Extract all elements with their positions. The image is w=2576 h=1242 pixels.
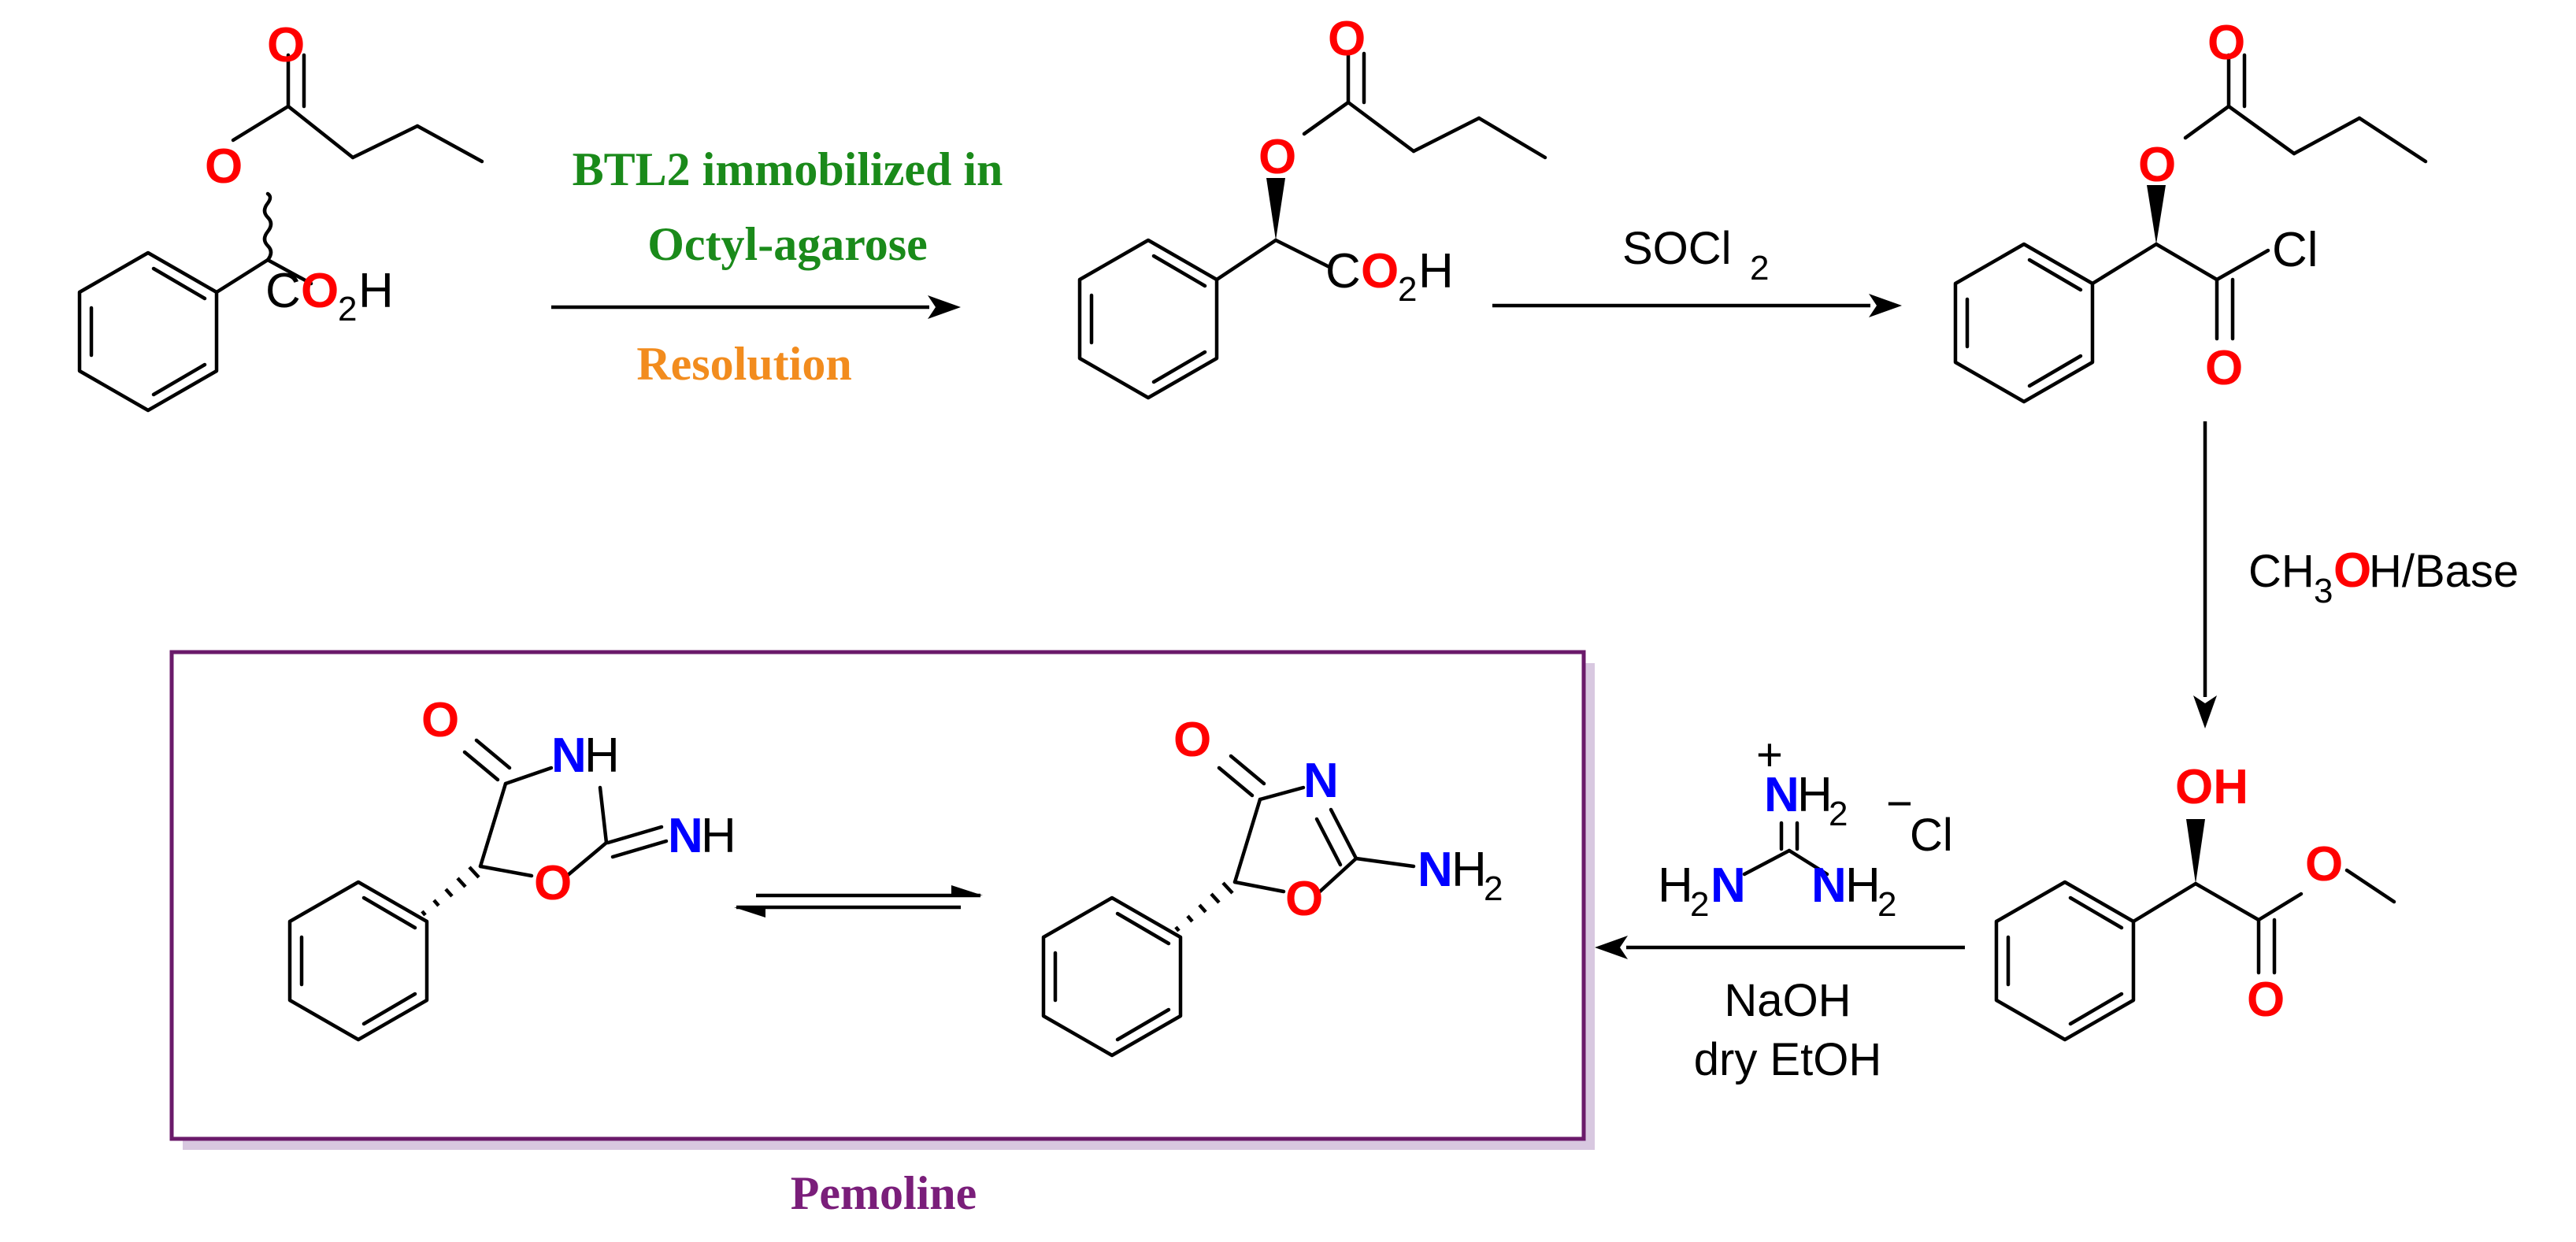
atom-n: N xyxy=(551,729,587,783)
product-label: Pemoline xyxy=(791,1167,977,1219)
reagent-ch: CH xyxy=(2248,546,2315,597)
enzyme-label-line1: BTL2 immobilized in xyxy=(573,143,1003,195)
reagent-h-base: H/Base xyxy=(2369,546,2519,597)
atom-h: H xyxy=(1845,858,1881,913)
arrowhead xyxy=(928,295,961,319)
atom-o: O xyxy=(2205,341,2243,395)
process-label: Resolution xyxy=(636,338,851,390)
atom-c: C xyxy=(265,264,301,318)
subscript-2: 2 xyxy=(1829,795,1848,833)
atom-h: H xyxy=(701,809,736,863)
atom-oh: OH xyxy=(2175,760,2248,814)
atom-h: H xyxy=(584,729,620,783)
atom-cl: Cl xyxy=(2272,223,2318,277)
atom-h: H xyxy=(1797,768,1833,822)
atom-o: O xyxy=(301,264,339,318)
atom-n: N xyxy=(1764,768,1799,822)
charge-plus: + xyxy=(1756,729,1783,780)
atom-o: O xyxy=(534,856,572,910)
molecule-methyl-mandelate: OH O O xyxy=(1994,760,2396,1042)
atom-h: H xyxy=(358,264,394,318)
reagent-socl: SOCl xyxy=(1622,223,1732,274)
molecule-acid-chloride: O O O Cl xyxy=(1953,16,2428,404)
atom-o: O xyxy=(1285,872,1323,926)
subscript-2: 2 xyxy=(1398,270,1417,309)
arrowhead xyxy=(1595,936,1628,959)
step-4-cyclization: NaOH dry EtOH xyxy=(1595,936,1965,1085)
subscript-2: 2 xyxy=(1690,885,1709,924)
reagent-subscript: 3 xyxy=(2314,572,2333,610)
step-3-esterification: CH 3 O H/Base xyxy=(2193,421,2519,729)
pemoline-amino-tautomer: O N O N H 2 xyxy=(1041,713,1503,1058)
atom-n: N xyxy=(1303,754,1339,808)
reagent-solvent: dry EtOH xyxy=(1694,1034,1882,1085)
reagent-naoh: NaOH xyxy=(1724,975,1851,1026)
atom-o: O xyxy=(1173,713,1211,767)
atom-n: N xyxy=(1811,858,1847,913)
pemoline-frame xyxy=(169,650,1595,1150)
atom-h: H xyxy=(1658,858,1693,913)
atom-h: H xyxy=(1451,843,1487,897)
arrowhead xyxy=(1869,294,1902,317)
atom-n: N xyxy=(1711,858,1746,913)
atom-h: H xyxy=(1418,244,1454,298)
atom-n: N xyxy=(1418,843,1453,897)
atom-o: O xyxy=(2207,16,2245,70)
atom-c: C xyxy=(1325,244,1361,298)
subscript-2: 2 xyxy=(1877,885,1896,924)
pemoline-imino-tautomer: O N H O N H xyxy=(287,693,736,1042)
equilibrium-arrows xyxy=(734,885,983,918)
step-2-chlorination: SOCl 2 xyxy=(1492,223,1902,317)
atom-o: O xyxy=(421,693,459,747)
atom-o: O xyxy=(2247,973,2285,1027)
counter-ion-cl: Cl xyxy=(1910,810,1953,861)
atom-o: O xyxy=(2305,837,2343,892)
molecule-racemic-butyrate-acid: O O C O 2 H xyxy=(77,18,484,413)
enzyme-label-line2: Octyl-agarose xyxy=(647,218,927,270)
atom-n: N xyxy=(668,809,703,863)
subscript-2: 2 xyxy=(1484,869,1503,908)
subscript-2: 2 xyxy=(338,290,357,328)
atom-o: O xyxy=(1328,12,1366,66)
guanidinium-chloride: + N H 2 H 2 N N H 2 − Cl xyxy=(1658,729,1953,924)
arrowhead xyxy=(2193,695,2217,729)
step-1-resolution: BTL2 immobilized in Octyl-agarose Resolu… xyxy=(551,143,1003,390)
molecule-resolved-butyrate-acid: O O C O 2 H xyxy=(1077,12,1547,400)
atom-o: O xyxy=(205,139,243,194)
atom-o: O xyxy=(1258,130,1296,184)
reagent-subscript: 2 xyxy=(1750,249,1769,287)
charge-minus: − xyxy=(1886,778,1913,829)
atom-o: O xyxy=(1361,244,1399,298)
reagent-oxygen: O xyxy=(2333,543,2371,598)
atom-o: O xyxy=(267,18,305,72)
atom-o: O xyxy=(2138,138,2176,192)
